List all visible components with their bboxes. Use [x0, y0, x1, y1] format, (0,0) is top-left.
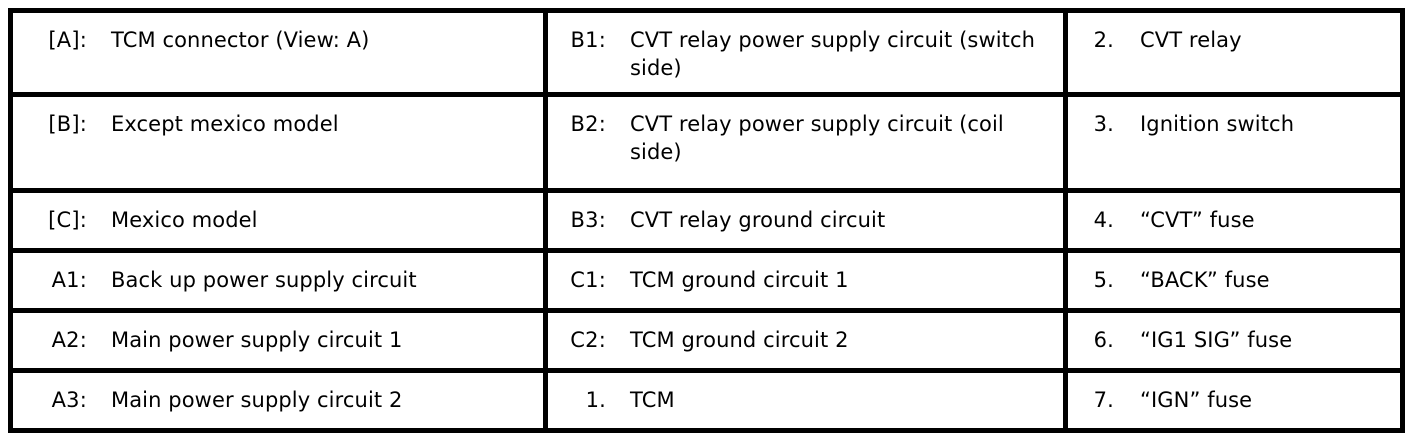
- item-key: 7.: [1093, 388, 1114, 412]
- item-key: [C]:: [48, 208, 87, 232]
- item-description: “CVT” fuse: [1140, 208, 1255, 232]
- table-row: A3: Main power supply circuit 2 1. TCM 7…: [10, 370, 1403, 431]
- item-key: A3:: [51, 388, 87, 412]
- table-cell-r1c3: 2. CVT relay: [1065, 10, 1403, 97]
- item-description: “BACK” fuse: [1140, 268, 1270, 292]
- item-key: 2.: [1093, 28, 1114, 52]
- item-description: CVT relay ground circuit: [630, 208, 886, 232]
- table-cell-r2c1: [B]: Except mexico model: [10, 94, 548, 193]
- item-description: Except mexico model: [111, 112, 339, 136]
- item-description: “IGN” fuse: [1140, 388, 1253, 412]
- item-description: Ignition switch: [1140, 112, 1295, 136]
- table-cell-r6c1: A3: Main power supply circuit 2: [10, 370, 548, 431]
- legend-table-body: [A]: TCM connector (View: A) B1: CVT rel…: [10, 10, 1403, 431]
- item-key: [B]:: [48, 112, 87, 136]
- item-key: 1.: [585, 388, 606, 412]
- table-cell-r5c3: 6. “IG1 SIG” fuse: [1065, 310, 1403, 373]
- table-cell-r1c1: [A]: TCM connector (View: A): [10, 10, 548, 97]
- table-cell-r4c1: A1: Back up power supply circuit: [10, 250, 548, 313]
- item-description: Main power supply circuit 2: [111, 388, 403, 412]
- item-description: CVT relay: [1140, 28, 1242, 52]
- item-key: C1:: [570, 268, 606, 292]
- item-description: “IG1 SIG” fuse: [1140, 328, 1293, 352]
- table-cell-r5c2: C2: TCM ground circuit 2: [545, 310, 1068, 373]
- item-key: A1:: [51, 268, 87, 292]
- item-key: 6.: [1093, 328, 1114, 352]
- table-cell-r3c3: 4. “CVT” fuse: [1065, 190, 1403, 253]
- item-key: 3.: [1093, 112, 1114, 136]
- item-key: [A]:: [48, 28, 87, 52]
- item-description: Back up power supply circuit: [111, 268, 417, 292]
- item-key: 5.: [1093, 268, 1114, 292]
- table-cell-r6c3: 7. “IGN” fuse: [1065, 370, 1403, 431]
- item-description: CVT relay power supply circuit (coil sid…: [630, 112, 1004, 164]
- item-description: Mexico model: [111, 208, 258, 232]
- table-row: A2: Main power supply circuit 1 C2: TCM …: [10, 310, 1403, 373]
- item-description: TCM ground circuit 2: [630, 328, 849, 352]
- table-row: A1: Back up power supply circuit C1: TCM…: [10, 250, 1403, 313]
- item-key: B1:: [570, 28, 606, 52]
- item-description: TCM ground circuit 1: [630, 268, 849, 292]
- legend-table: [A]: TCM connector (View: A) B1: CVT rel…: [8, 8, 1405, 433]
- table-cell-r3c1: [C]: Mexico model: [10, 190, 548, 253]
- item-key: B3:: [570, 208, 606, 232]
- item-description: CVT relay power supply circuit (switch s…: [630, 28, 1036, 80]
- item-key: C2:: [570, 328, 606, 352]
- item-description: Main power supply circuit 1: [111, 328, 403, 352]
- item-key: A2:: [51, 328, 87, 352]
- item-key: B2:: [570, 112, 606, 136]
- table-row: [B]: Except mexico model B2: CVT relay p…: [10, 94, 1403, 193]
- table-cell-r3c2: B3: CVT relay ground circuit: [545, 190, 1068, 253]
- table-cell-r2c2: B2: CVT relay power supply circuit (coil…: [545, 94, 1068, 193]
- item-key: 4.: [1093, 208, 1114, 232]
- table-cell-r4c3: 5. “BACK” fuse: [1065, 250, 1403, 313]
- table-cell-r4c2: C1: TCM ground circuit 1: [545, 250, 1068, 313]
- table-row: [A]: TCM connector (View: A) B1: CVT rel…: [10, 10, 1403, 97]
- table-cell-r5c1: A2: Main power supply circuit 1: [10, 310, 548, 373]
- table-cell-r2c3: 3. Ignition switch: [1065, 94, 1403, 193]
- table-cell-r6c2: 1. TCM: [545, 370, 1068, 431]
- item-description: TCM connector (View: A): [111, 28, 370, 52]
- table-cell-r1c2: B1: CVT relay power supply circuit (swit…: [545, 10, 1068, 97]
- item-description: TCM: [630, 388, 675, 412]
- table-row: [C]: Mexico model B3: CVT relay ground c…: [10, 190, 1403, 253]
